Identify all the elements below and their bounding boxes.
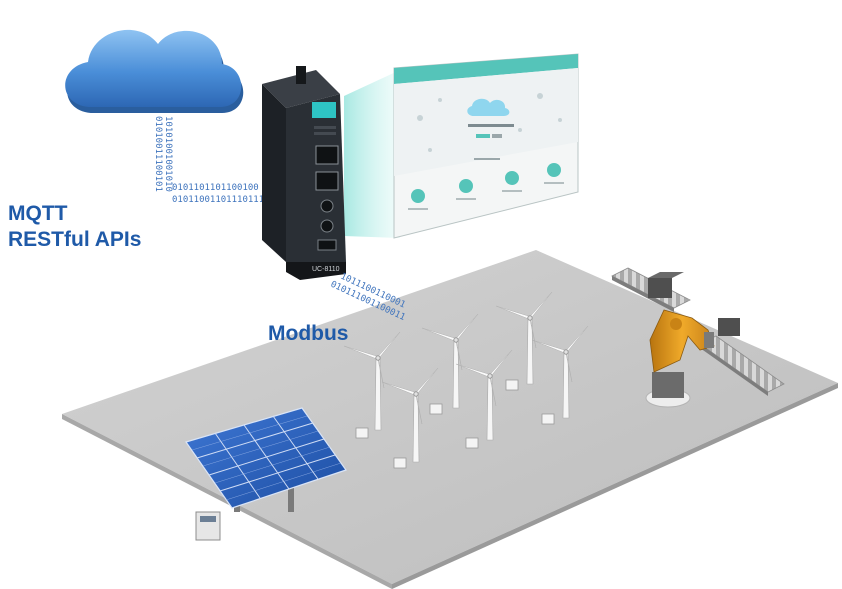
binary-stream-row2: 0101100110111011100 [172, 195, 275, 205]
wind-turbine [343, 331, 401, 431]
cloud-icon [65, 29, 244, 113]
cloud-data-stream: 01010011100101 10101001001010 0101101101… [153, 116, 275, 205]
modbus-label: Modbus [268, 322, 348, 345]
binary-stream-col1: 01010011100101 [153, 116, 163, 192]
projection-beam [344, 70, 400, 238]
wind-turbine [531, 325, 589, 419]
web-console-screenshot [393, 53, 579, 239]
device-model-label: UC-8110 [312, 266, 340, 273]
wind-turbine-group [343, 291, 589, 463]
restful-api-label: RESTful APIs [8, 228, 141, 251]
wind-turbine [495, 291, 553, 385]
binary-stream-row1: 0101101101100100 [172, 183, 259, 193]
gateway-device: UC-8110 [262, 66, 346, 280]
mqtt-label: MQTT [8, 202, 68, 225]
factory-cell [611, 267, 785, 408]
wind-turbine [381, 367, 439, 463]
binary-stream-col2: 10101001001010 [163, 116, 173, 192]
solar-array [185, 407, 347, 541]
wind-turbine [455, 349, 513, 441]
sensor-boxes [355, 379, 555, 469]
site-platform [62, 250, 838, 589]
wind-turbine [421, 313, 479, 409]
